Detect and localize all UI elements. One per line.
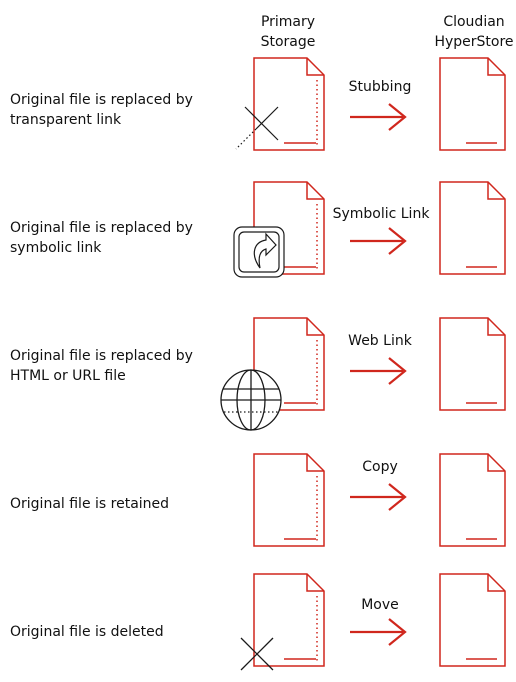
hyperstore-file-icon xyxy=(439,573,506,667)
arrow-icon xyxy=(350,227,407,255)
row-description: Original file is replaced by symbolic li… xyxy=(10,218,220,258)
cloudian-hyperstore-header: Cloudian HyperStore xyxy=(432,12,516,52)
hyperstore-file-icon xyxy=(439,453,506,547)
method-label: Move xyxy=(361,597,399,613)
row-graphics xyxy=(235,57,506,151)
row-description-line2: transparent link xyxy=(10,112,122,128)
hyperstore-file-icon xyxy=(439,57,506,151)
row-description: Original file is replaced by HTML or URL… xyxy=(10,346,220,386)
x-icon xyxy=(240,637,274,671)
arrow-icon xyxy=(350,103,407,131)
row-description-line2: HTML or URL file xyxy=(10,368,126,384)
x-icon xyxy=(235,106,279,150)
row-description: Original file is deleted xyxy=(10,622,220,642)
row-description-line1: Original file is deleted xyxy=(10,624,164,640)
row-description-line1: Original file is retained xyxy=(10,496,170,512)
row-graphics xyxy=(233,181,506,278)
arrow-icon xyxy=(350,483,407,511)
row-symbolic-link: Original file is replaced by symbolic li… xyxy=(0,122,516,278)
row-stubbing: Original file is replaced by transparent… xyxy=(0,0,516,151)
row-move: Original file is deleted Move xyxy=(0,522,516,671)
row-graphics xyxy=(240,573,506,671)
row-description-line1: Original file is replaced by xyxy=(10,220,193,236)
method-label: Web Link xyxy=(348,333,412,349)
arrow-icon xyxy=(350,357,407,385)
cloudian-hyperstore-header-line1: Cloudian xyxy=(443,14,505,30)
method-label: Symbolic Link xyxy=(332,206,430,222)
row-description: Original file is retained xyxy=(10,494,220,514)
globe-icon xyxy=(220,369,282,431)
row-description-line1: Original file is replaced by xyxy=(10,92,193,108)
row-graphics xyxy=(253,453,506,547)
primary-storage-header-line2: Storage xyxy=(260,34,316,50)
symlink-icon xyxy=(233,226,285,278)
row-graphics xyxy=(220,317,506,431)
arrow-icon xyxy=(350,618,407,646)
cloudian-hyperstore-header-line2: HyperStore xyxy=(434,34,514,50)
primary-storage-header: Primary Storage xyxy=(248,12,328,52)
row-description-line2: symbolic link xyxy=(10,240,102,256)
method-label: Copy xyxy=(362,459,398,475)
row-copy: Original file is retained Copy xyxy=(0,396,516,547)
primary-file-icon xyxy=(253,453,325,547)
primary-file-icon xyxy=(253,573,325,667)
method-label: Stubbing xyxy=(348,79,412,95)
row-web-link: Original file is replaced by HTML or URL… xyxy=(0,260,516,431)
hyperstore-file-icon xyxy=(439,317,506,411)
primary-storage-header-line1: Primary xyxy=(260,14,316,30)
hyperstore-file-icon xyxy=(439,181,506,275)
row-description: Original file is replaced by transparent… xyxy=(10,90,220,130)
row-description-line1: Original file is replaced by xyxy=(10,348,193,364)
primary-file-icon xyxy=(253,57,325,151)
